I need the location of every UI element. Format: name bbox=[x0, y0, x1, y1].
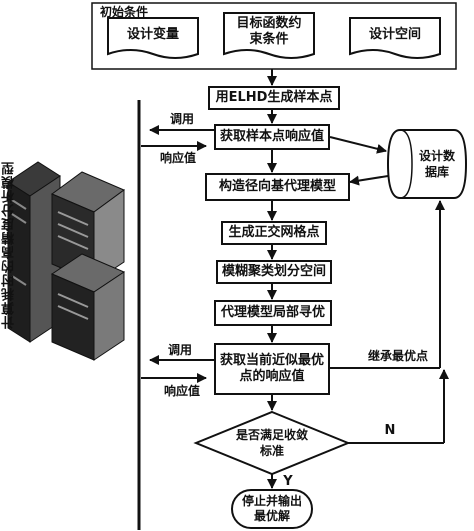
converge-label: 是否满足收敛 标准 bbox=[235, 428, 308, 458]
database-drum bbox=[386, 129, 468, 199]
rbf-model-box: 构造径向基代理模型 bbox=[205, 173, 350, 201]
current-opt-box: 获取当前近似最优 点的响应值 bbox=[214, 343, 330, 395]
design-space-box: 设计空间 bbox=[368, 27, 421, 42]
no-label: N bbox=[384, 423, 396, 438]
objective-box: 目标函数约 束条件 bbox=[236, 16, 302, 47]
server-illustration bbox=[7, 161, 126, 361]
server-caption: 计算耗时的高精度分析模型 bbox=[2, 161, 17, 329]
ortho-grid-box: 生成正交网格点 bbox=[221, 221, 327, 245]
init-frame bbox=[91, 2, 457, 70]
elhd-box: 用ELHD生成样本点 bbox=[208, 86, 340, 110]
call-label-top: 调用 bbox=[169, 112, 194, 126]
fuzzy-cluster-box: 模糊聚类划分空间 bbox=[216, 260, 332, 284]
converge-diamond bbox=[193, 410, 351, 476]
database-label: 设计数 据库 bbox=[418, 149, 455, 179]
stop-label: 停止并输出 最优解 bbox=[241, 494, 302, 523]
response-label-bottom: 响应值 bbox=[163, 384, 200, 398]
yes-label: Y bbox=[283, 474, 293, 489]
response-label-top: 响应值 bbox=[159, 151, 196, 165]
init-title: 初始条件 bbox=[100, 5, 149, 19]
design-space-shape bbox=[349, 17, 441, 59]
inherit-label: 继承最优点 bbox=[367, 349, 428, 363]
local-opt-box: 代理模型局部寻优 bbox=[214, 300, 332, 326]
call-label-bottom: 调用 bbox=[167, 343, 192, 357]
objective-shape bbox=[223, 12, 315, 59]
get-response-box: 获取样本点响应值 bbox=[214, 124, 330, 150]
stop-terminal bbox=[231, 489, 313, 529]
design-vars-box: 设计变量 bbox=[126, 27, 179, 42]
design-vars-shape bbox=[107, 17, 199, 59]
